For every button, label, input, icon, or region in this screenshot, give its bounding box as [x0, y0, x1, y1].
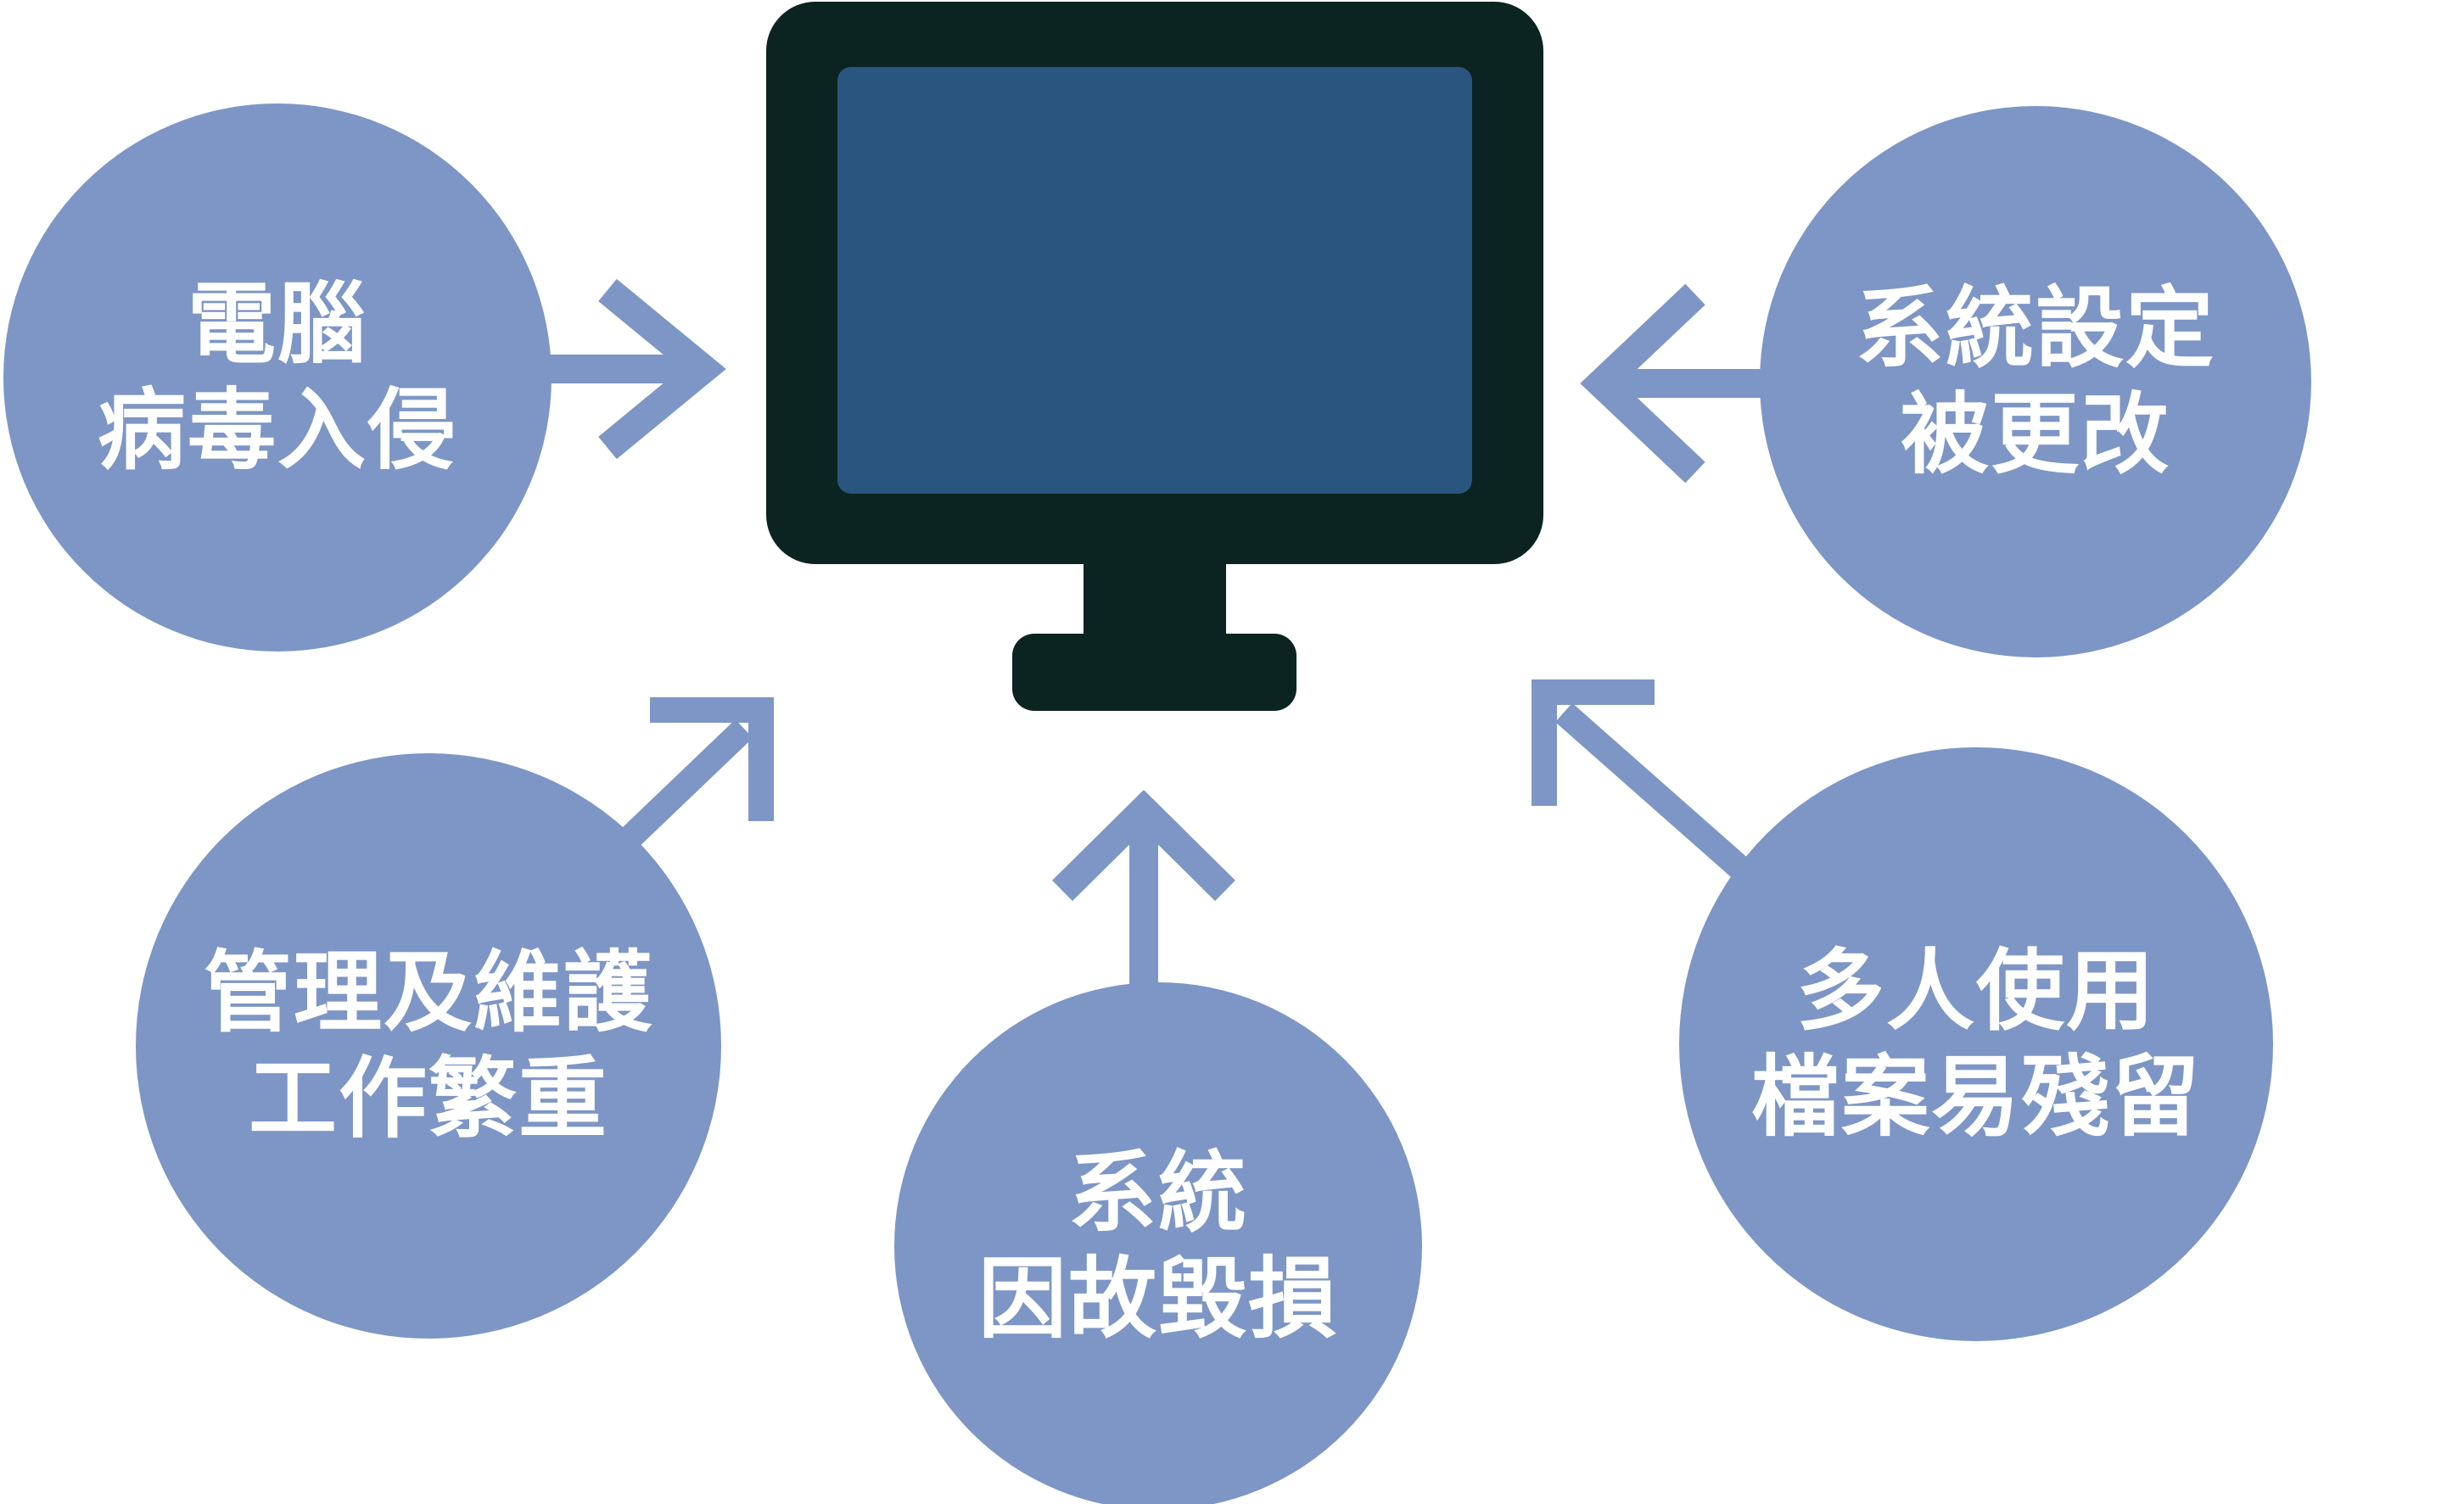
arrow-head [598, 278, 726, 460]
cause-label-line: 被更改 [1900, 383, 2170, 486]
arrow-head [1052, 790, 1235, 902]
cause-label-line: 系統設定 [1855, 277, 2215, 381]
arrow-head [650, 697, 774, 821]
arrow-maintenance-to-monitor [617, 697, 774, 851]
cause-label-line: 工作繁重 [248, 1047, 608, 1150]
cause-label-line: 檔案易殘留 [1750, 1045, 2201, 1149]
arrow-head [1580, 283, 1705, 484]
cause-label-line: 電腦 [187, 272, 367, 377]
monitor-screen [837, 67, 1472, 494]
cause-circle-multi-user-files: 多人使用 檔案易殘留 [1679, 747, 2273, 1341]
cause-circle-computer-virus: 電腦 病毒入侵 [3, 103, 552, 651]
cause-circle-system-settings: 系統設定 被更改 [1760, 106, 2311, 657]
cause-label-line: 系統 [1067, 1141, 1248, 1245]
monitor-stand-neck [1084, 509, 1226, 645]
arrow-damage-to-monitor [1052, 790, 1235, 994]
cause-label-line: 因故毀損 [977, 1247, 1338, 1350]
arrow-shaft [617, 719, 753, 851]
cause-circle-maintenance-work: 管理及維護 工作繁重 [136, 753, 721, 1339]
cause-label-line: 多人使用 [1795, 939, 2156, 1043]
arrow-head [1532, 679, 1655, 806]
monitor-stand-base [1012, 634, 1296, 711]
arrow-virus-to-monitor [541, 278, 726, 460]
cause-circle-system-damage: 系統 因故毀損 [894, 982, 1422, 1504]
cause-label-line: 管理及維護 [203, 941, 653, 1045]
cause-label-line: 病毒入侵 [97, 378, 457, 482]
computer-monitor-icon [766, 2, 1543, 711]
